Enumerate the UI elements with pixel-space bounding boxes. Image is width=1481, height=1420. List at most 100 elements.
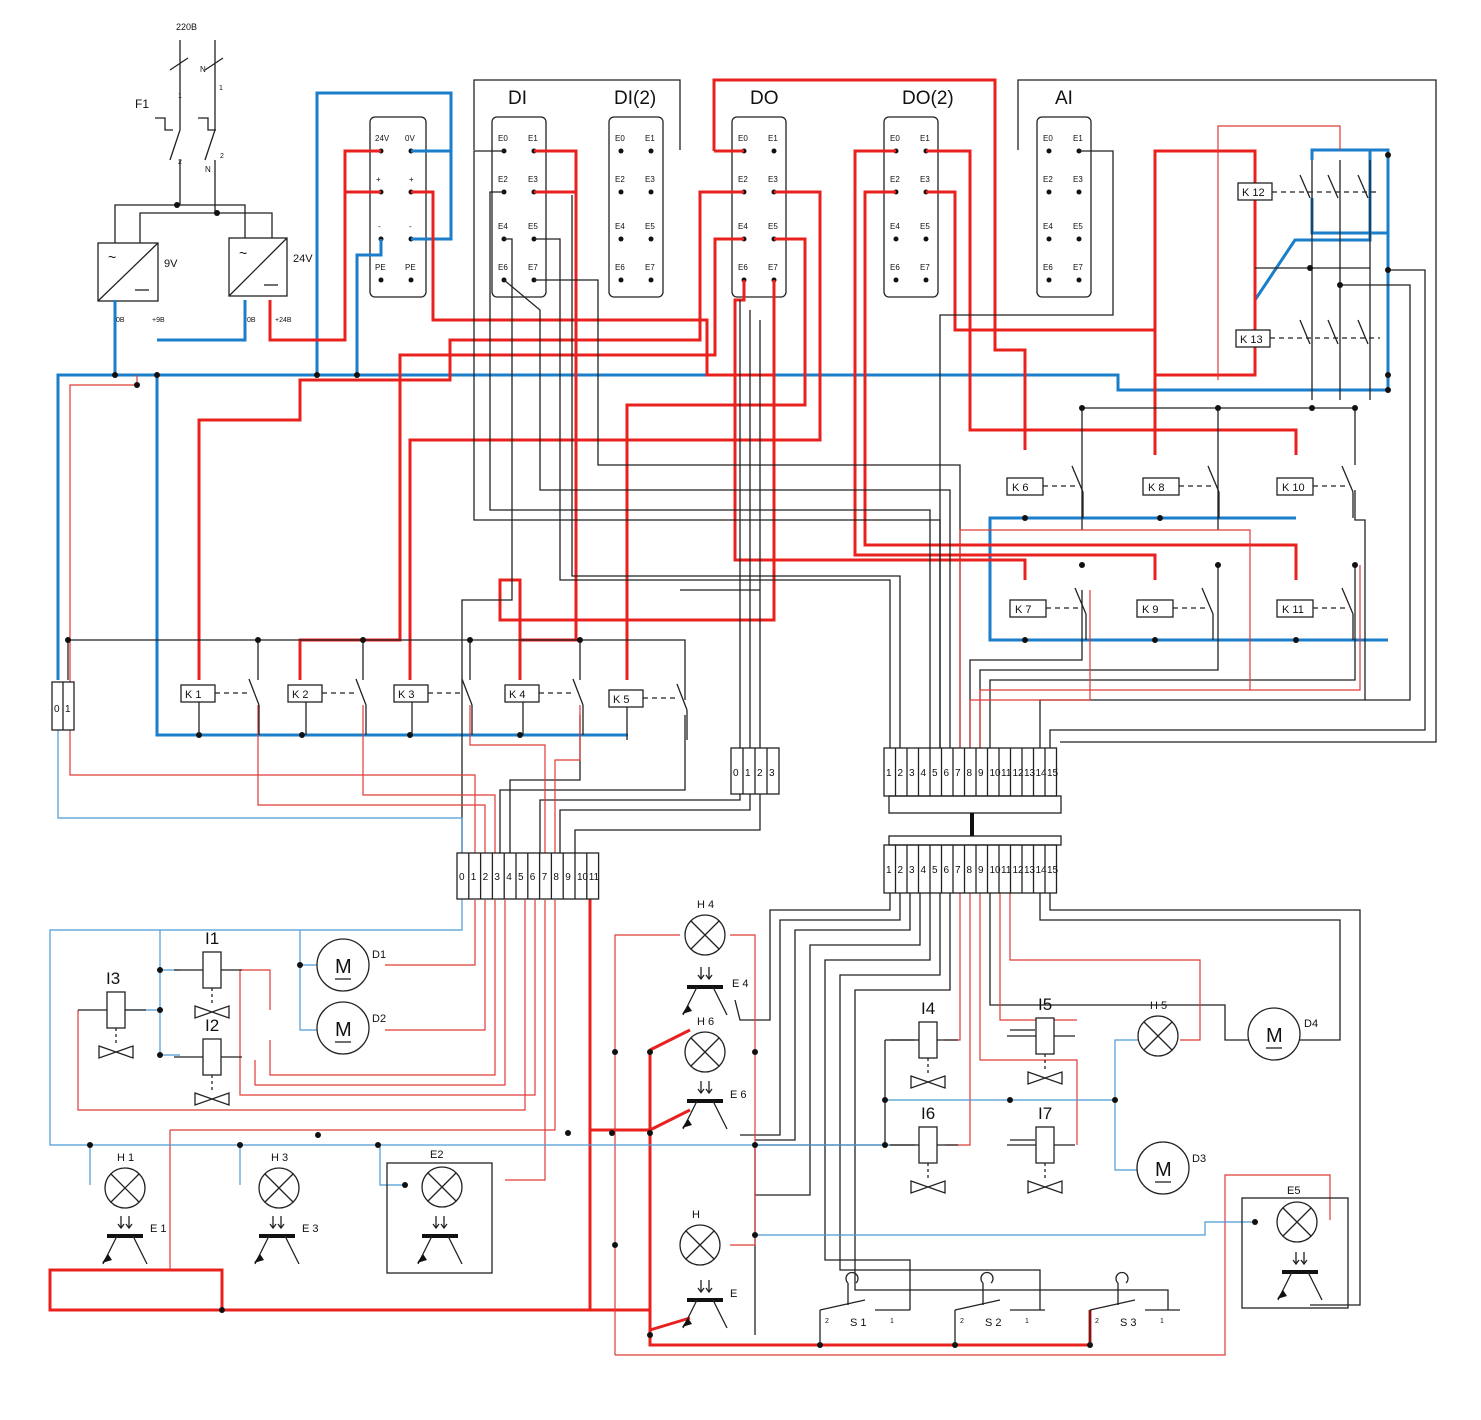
svg-text:N: N [205,165,211,174]
junction-dots [65,152,1391,1348]
sensor-label: E 1 [150,1223,167,1235]
terminal-label: 8 [967,768,973,779]
svg-text:E4: E4 [498,222,508,231]
svg-text:E0: E0 [738,134,748,143]
svg-text:E2: E2 [890,175,900,184]
switch-pin: 2 [1095,1318,1099,1325]
terminal-label: 15 [1047,768,1059,779]
terminal-label: 3 [494,872,500,883]
svg-text:E7: E7 [528,263,538,272]
terminal-label: 10 [577,872,589,883]
power-supply-9v: ~ 9V 0B +9B [97,242,178,324]
module-frames [473,79,1437,743]
svg-text:D1: D1 [372,949,386,961]
wires-blue-thin [49,730,1255,1236]
svg-text:E0: E0 [890,134,900,143]
terminal-label: 1 [471,872,477,883]
svg-text:DO: DO [750,88,779,109]
svg-text:K 12: K 12 [1242,187,1265,199]
svg-text:E6: E6 [738,263,748,272]
terminal-label: 11 [589,872,600,883]
svg-text:9V: 9V [164,258,178,270]
sensor-e3: E 3 [254,1216,319,1265]
relay-k4: K 4 [504,678,584,735]
valve-label: I3 [106,969,120,988]
terminal-block-4: 0 1 2 3 [730,747,780,795]
terminal-label: 9 [565,872,571,883]
svg-text:E4: E4 [1043,222,1053,231]
relay-k7: K 7 [1009,587,1087,640]
svg-text:N: N [200,65,206,74]
sensor-e5: E5 [1277,1185,1323,1301]
valve-label: I4 [921,999,935,1018]
relay-k9: K 9 [1136,587,1214,640]
switch-pin: 1 [890,1318,894,1325]
sensor-e4: E 4 [682,967,749,1016]
sensor-label: E5 [1287,1185,1300,1197]
terminal-label: 3 [909,768,915,779]
valve-label: I1 [205,929,219,948]
lamp-e2 [421,1166,463,1208]
svg-text:220B: 220B [176,22,197,32]
svg-text:1: 1 [178,93,182,100]
relay-k11: K 11 [1276,587,1354,640]
svg-text:0B: 0B [116,317,125,324]
lamp-label: H 1 [117,1152,134,1164]
svg-text:E5: E5 [768,222,778,231]
svg-text:E3: E3 [768,175,778,184]
terminal-label: 6 [530,872,536,883]
sensor-e6: E 6 [682,1081,747,1130]
svg-text:DI: DI [508,88,527,109]
relay-k13: K 13 [1235,319,1380,348]
svg-text:D4: D4 [1304,1018,1318,1030]
svg-text:E3: E3 [528,175,538,184]
terminal-label: 4 [506,872,512,883]
svg-text:+: + [376,175,381,184]
terminal-label: 0 [459,872,465,883]
terminal-label: 13 [1024,865,1036,876]
svg-text:24V: 24V [293,253,313,265]
svg-text:E2: E2 [738,175,748,184]
switch-label: S 1 [850,1317,867,1329]
lamp-label: H 5 [1150,1000,1167,1012]
valve-i7: I7 [1007,1104,1075,1194]
sensor-e1: E 1 [102,1216,167,1265]
terminal-label: 8 [553,872,559,883]
lamp-h5: H 5 [1137,1000,1179,1057]
svg-text:2: 2 [757,768,763,779]
relay-label: K 1 [185,689,202,701]
relay-label: K 3 [398,689,415,701]
terminal-label: 2 [483,872,489,883]
terminal-label: 2 [898,768,904,779]
terminal-label: 9 [978,865,984,876]
valve-label: I2 [205,1016,219,1035]
lamp-h6: H 6 [684,1016,726,1073]
relay-k6: K 6 [1006,465,1084,518]
lamp-label: H 6 [697,1016,714,1028]
breaker-label: F1 [135,97,149,111]
relay-k3: K 3 [393,678,473,735]
wires-black-thin [67,150,1426,1335]
svg-text:E1: E1 [768,134,778,143]
svg-text:E2: E2 [1043,175,1053,184]
sensor-label: E [730,1288,737,1300]
e5-housing [1241,1197,1349,1309]
valve-i1: I1 [174,929,242,1019]
svg-text:M: M [1155,1159,1172,1181]
svg-text:E6: E6 [1043,263,1053,272]
terminal-label: 12 [1013,865,1025,876]
svg-text:DI(2): DI(2) [614,88,656,109]
svg-text:1: 1 [65,704,71,715]
terminal-label: 7 [955,865,961,876]
svg-text:3: 3 [769,768,775,779]
svg-text:+: + [409,175,414,184]
svg-text:PE: PE [405,263,416,272]
svg-text:1: 1 [745,768,751,779]
svg-text:E4: E4 [615,222,625,231]
svg-text:E7: E7 [645,263,655,272]
motor-d4: M D4 [1247,1007,1318,1061]
